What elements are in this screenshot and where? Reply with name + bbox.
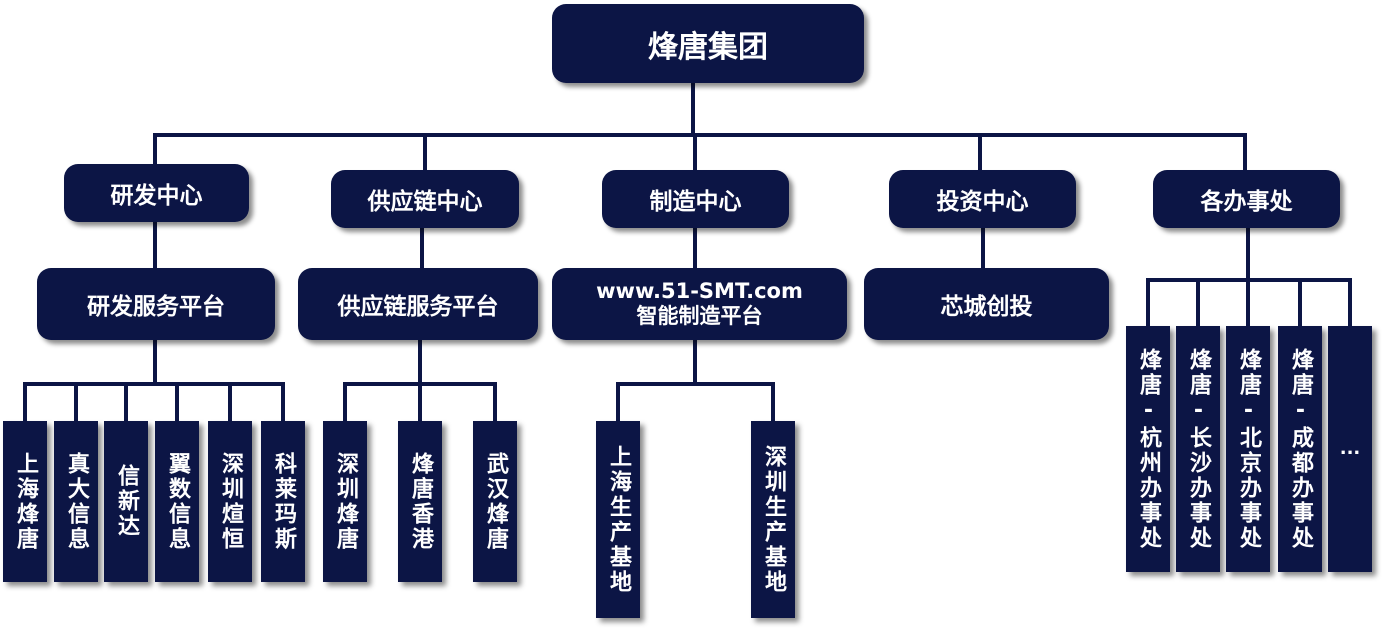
office-unit-label: 烽唐-杭州办事处 bbox=[1136, 347, 1161, 551]
mfg-base-label: 上海生产基地 bbox=[606, 444, 631, 595]
center-investment: 投资中心 bbox=[889, 170, 1076, 228]
mfg-base: 深圳生产基地 bbox=[751, 421, 795, 618]
rd-unit: 深圳煊恒 bbox=[208, 421, 252, 582]
root-node: 烽唐集团 bbox=[552, 4, 864, 83]
rd-unit: 翼数信息 bbox=[155, 421, 199, 582]
platform-investment: 芯城创投 bbox=[864, 268, 1109, 340]
supply-unit: 武汉烽唐 bbox=[473, 421, 517, 582]
supply-unit: 烽唐香港 bbox=[398, 421, 442, 582]
office-unit-label: 烽唐-长沙办事处 bbox=[1186, 347, 1211, 551]
rd-unit-label: 深圳煊恒 bbox=[218, 451, 243, 552]
mfg-base-label: 深圳生产基地 bbox=[761, 444, 786, 595]
center-manufacturing-label: 制造中心 bbox=[649, 189, 742, 215]
office-unit: 烽唐-长沙办事处 bbox=[1176, 326, 1220, 572]
center-supply-chain: 供应链中心 bbox=[331, 170, 519, 228]
center-investment-label: 投资中心 bbox=[936, 189, 1029, 215]
platform-manufacturing-url: www.51-SMT.com bbox=[596, 279, 803, 303]
office-unit: 烽唐-杭州办事处 bbox=[1126, 326, 1170, 572]
platform-manufacturing: www.51-SMT.com 智能制造平台 bbox=[552, 268, 847, 340]
supply-unit-label: 深圳烽唐 bbox=[333, 451, 358, 552]
rd-unit: 真大信息 bbox=[54, 421, 98, 582]
platform-investment-label: 芯城创投 bbox=[940, 294, 1033, 320]
office-unit-label: 烽唐-北京办事处 bbox=[1236, 347, 1261, 551]
center-offices-label: 各办事处 bbox=[1200, 189, 1293, 215]
office-unit-more: ... bbox=[1328, 326, 1372, 572]
rd-unit: 信新达 bbox=[104, 421, 148, 582]
platform-supply-chain-label: 供应链服务平台 bbox=[337, 294, 499, 320]
rd-unit-label: 上海烽唐 bbox=[13, 451, 38, 552]
center-rd-label: 研发中心 bbox=[110, 183, 203, 209]
office-unit: 烽唐-北京办事处 bbox=[1226, 326, 1270, 572]
office-unit: 烽唐-成都办事处 bbox=[1278, 326, 1322, 572]
platform-rd-label: 研发服务平台 bbox=[87, 294, 225, 320]
office-unit-label: 烽唐-成都办事处 bbox=[1288, 347, 1313, 551]
rd-unit-label: 翼数信息 bbox=[165, 451, 190, 552]
center-supply-chain-label: 供应链中心 bbox=[367, 189, 483, 215]
platform-supply-chain: 供应链服务平台 bbox=[298, 268, 538, 340]
platform-rd: 研发服务平台 bbox=[37, 268, 275, 340]
platform-manufacturing-label: 智能制造平台 bbox=[636, 304, 763, 328]
supply-unit-label: 烽唐香港 bbox=[408, 451, 433, 552]
mfg-base: 上海生产基地 bbox=[596, 421, 640, 618]
supply-unit: 深圳烽唐 bbox=[323, 421, 367, 582]
rd-unit-label: 真大信息 bbox=[64, 451, 89, 552]
center-manufacturing: 制造中心 bbox=[602, 170, 789, 228]
rd-unit: 上海烽唐 bbox=[3, 421, 47, 582]
office-unit-more-label: ... bbox=[1339, 438, 1361, 459]
rd-unit-label: 信新达 bbox=[114, 464, 139, 539]
supply-unit-label: 武汉烽唐 bbox=[483, 451, 508, 552]
root-label: 烽唐集团 bbox=[648, 29, 768, 65]
rd-unit-label: 科莱玛斯 bbox=[271, 451, 296, 552]
rd-unit: 科莱玛斯 bbox=[261, 421, 305, 582]
center-offices: 各办事处 bbox=[1153, 170, 1340, 228]
center-rd: 研发中心 bbox=[64, 164, 249, 222]
